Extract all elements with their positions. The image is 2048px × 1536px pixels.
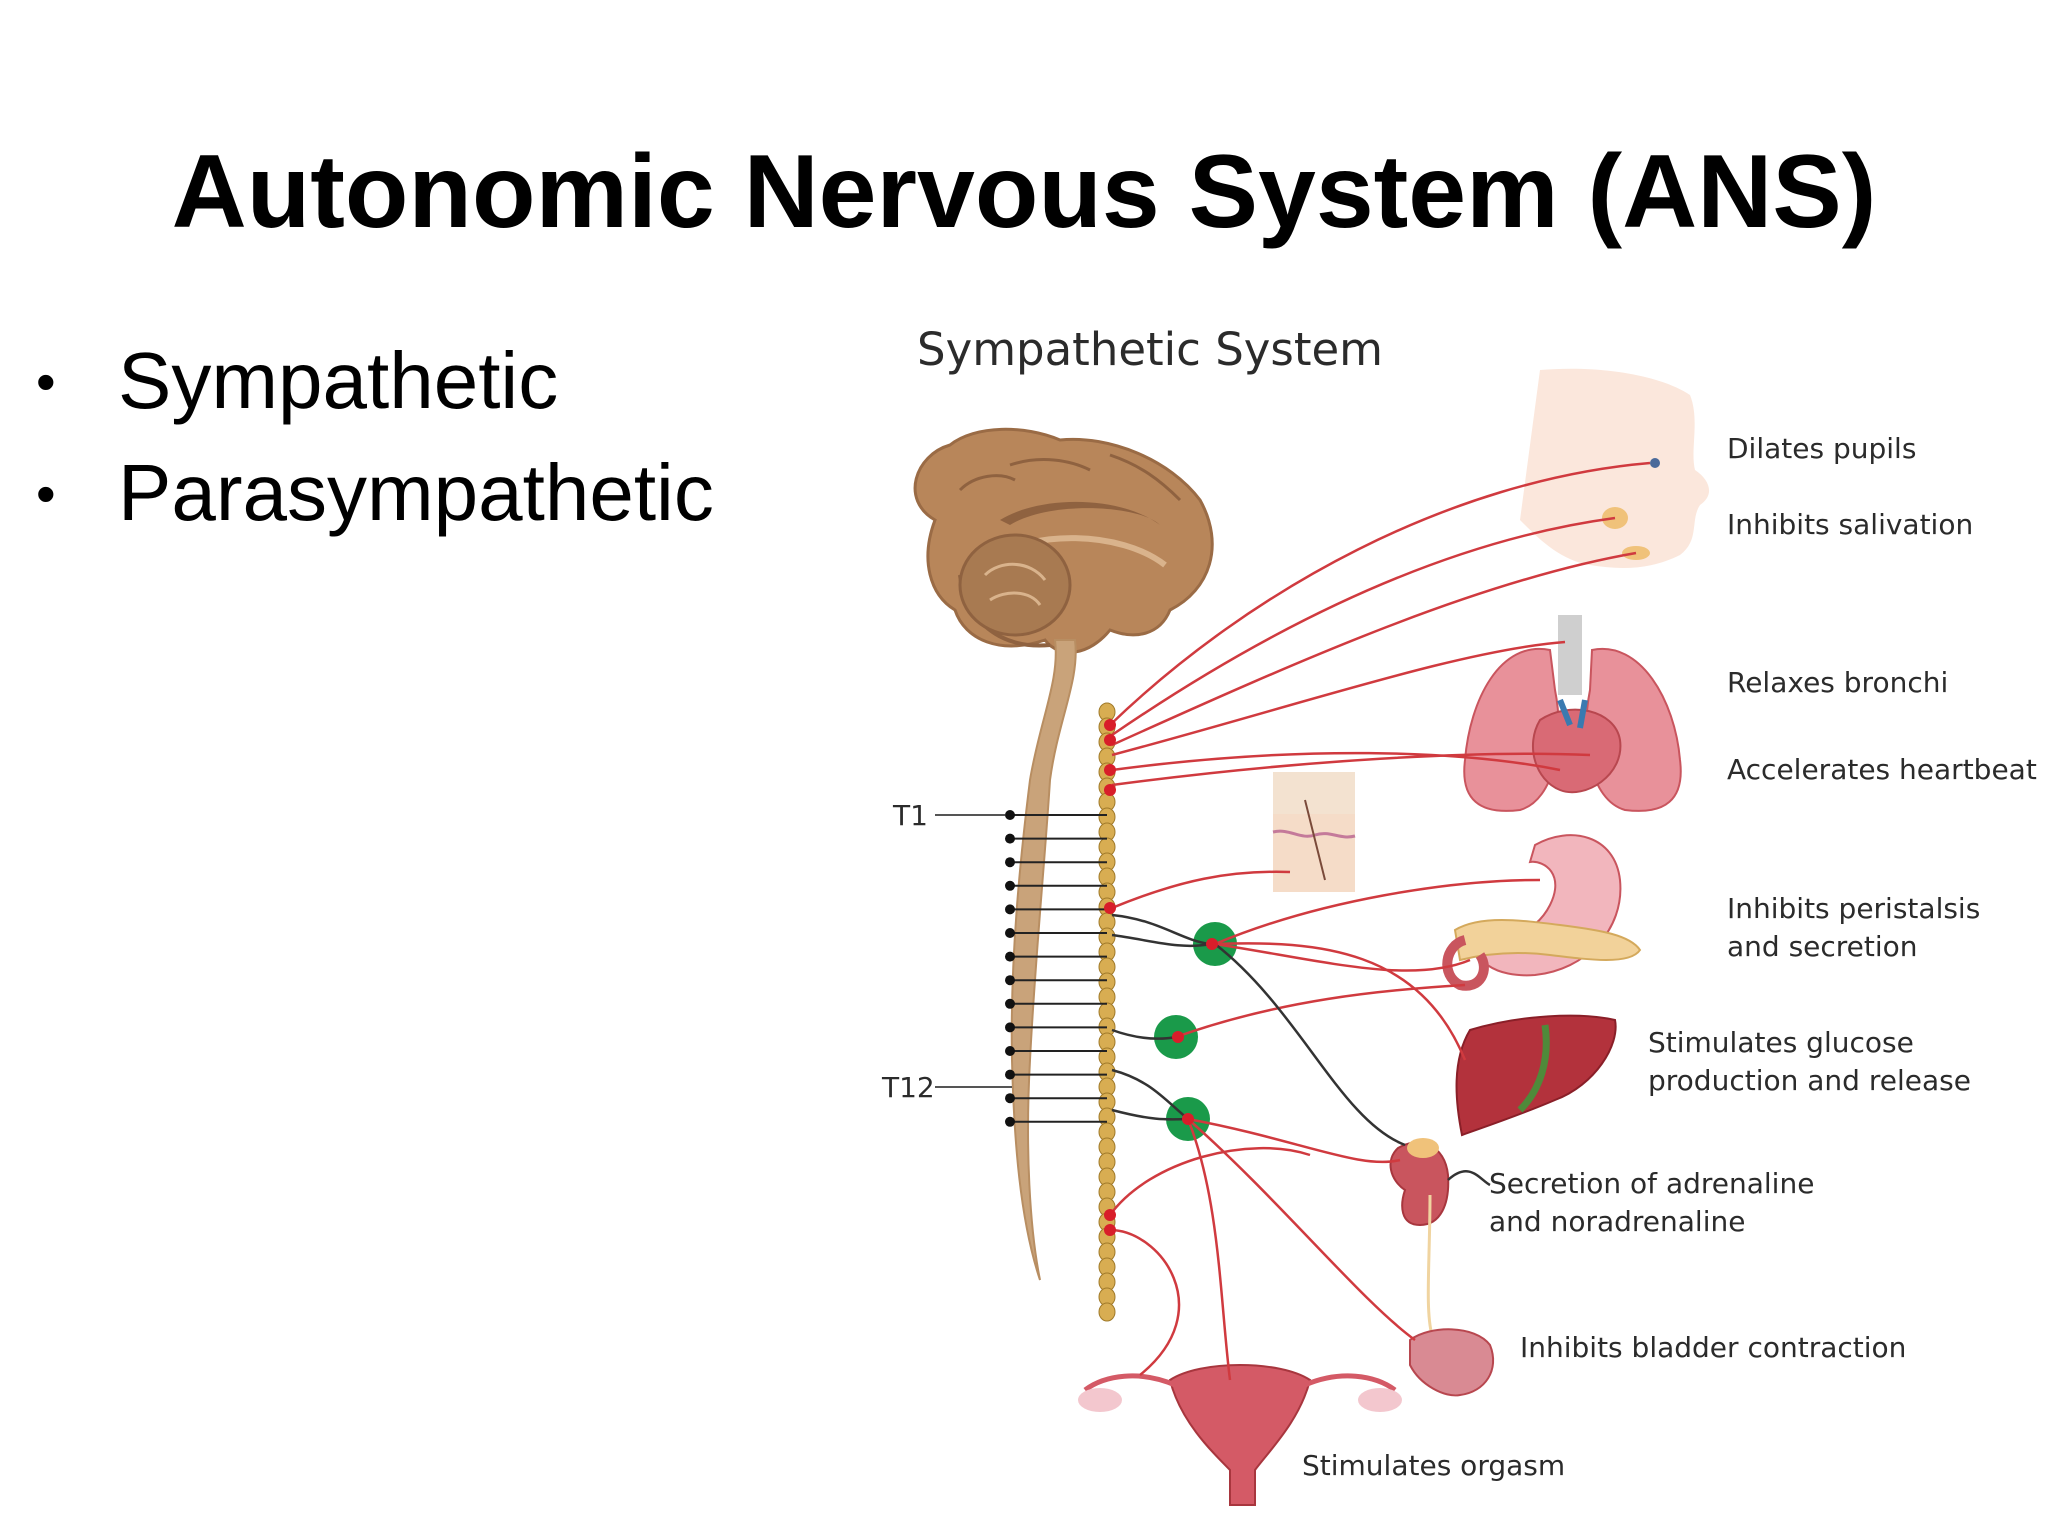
heart-icon [1531, 708, 1622, 794]
slide-title: Autonomic Nervous System (ANS) [171, 134, 1877, 250]
bullet-dot: • [36, 349, 56, 413]
kidney-adrenal [1389, 1138, 1450, 1336]
spinal-nerve-root-dot [1005, 1069, 1015, 1080]
label-and-secretion: and secretion [1727, 930, 1918, 963]
label-inhibits-peristalsis: Inhibits peristalsis [1727, 892, 1980, 925]
spinal-nerve-root-dot [1005, 833, 1015, 844]
spinal-nerve-root-dot [1005, 857, 1015, 868]
face-head [1520, 368, 1710, 568]
spinal-cord [1010, 639, 1077, 1281]
bullet-label: Sympathetic [118, 336, 559, 425]
effect-labels: Dilates pupils Inhibits salivation Relax… [1302, 432, 2037, 1482]
bullet-label: Parasympathetic [118, 448, 714, 537]
bullet-item-sympathetic: • Sympathetic [32, 325, 714, 437]
spinal-nerve-rungs [1005, 810, 1107, 1127]
spinal-nerve-root-dot [1005, 1116, 1015, 1127]
skin-sample [1272, 772, 1356, 892]
spinal-nerve-root-dot [1005, 975, 1015, 986]
bullet-item-parasympathetic: • Parasympathetic [32, 437, 714, 549]
stomach-pancreas [1442, 834, 1642, 991]
adrenal-gland-icon [1407, 1138, 1439, 1158]
label-t12: T12 [881, 1071, 935, 1104]
spinal-nerve-root-dot [1005, 1046, 1015, 1056]
label-accelerates-heartbeat: Accelerates heartbeat [1727, 753, 2037, 786]
label-inhibits-salivation: Inhibits salivation [1727, 508, 1973, 541]
label-dilates-pupils: Dilates pupils [1727, 432, 1916, 465]
spinal-nerve-root-dot [1005, 904, 1015, 915]
spinal-nerve-root-dot [1005, 1093, 1015, 1104]
label-stimulates-orgasm: Stimulates orgasm [1302, 1449, 1565, 1482]
bladder [1409, 1328, 1495, 1397]
nerve-fibers [1108, 461, 1651, 1381]
bullet-list: • Sympathetic • Parasympathetic [32, 325, 714, 549]
chain-ganglion-bead [1098, 1302, 1116, 1322]
eye-icon [1650, 458, 1660, 468]
lungs-heart [1463, 615, 1682, 812]
spinal-nerve-root-dot [1005, 928, 1015, 938]
spinal-nerve-root-dot [1005, 951, 1015, 962]
label-inhibits-bladder: Inhibits bladder contraction [1520, 1331, 1906, 1364]
label-relaxes-bronchi: Relaxes bronchi [1727, 666, 1948, 699]
spinal-nerve-root-dot [1005, 998, 1015, 1009]
diagram-title: Sympathetic System [917, 323, 1383, 376]
bullet-dot: • [36, 461, 56, 525]
label-noradrenaline: and noradrenaline [1489, 1205, 1745, 1238]
synapse-markers [1104, 719, 1218, 1236]
spine-label-t1: T1 [892, 799, 1005, 832]
label-stimulates-glucose: Stimulates glucose [1648, 1026, 1914, 1059]
spine-label-t12: T12 [881, 1071, 1012, 1104]
trachea-icon [1558, 615, 1582, 695]
spinal-nerve-root-dot [1005, 880, 1015, 891]
label-production-release: production and release [1648, 1064, 1971, 1097]
spinal-nerve-root-dot [1005, 810, 1015, 820]
liver [1455, 1014, 1617, 1137]
reproductive-organs [1078, 1364, 1402, 1506]
label-t1: T1 [892, 799, 928, 832]
label-secretion-adrenaline: Secretion of adrenaline [1489, 1167, 1814, 1200]
brain [913, 427, 1214, 654]
pancreas-icon [1453, 919, 1642, 962]
spinal-nerve-root-dot [1005, 1022, 1015, 1033]
